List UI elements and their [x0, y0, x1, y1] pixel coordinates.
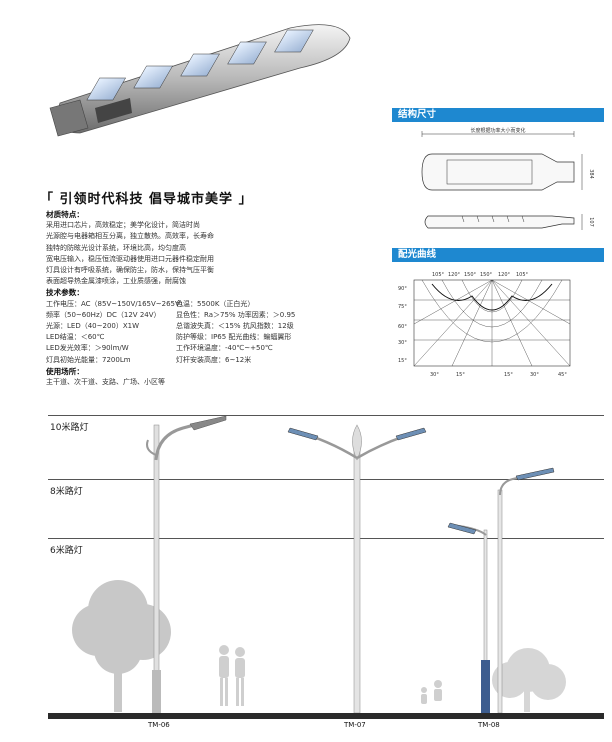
- tech-row: 工作电压：AC（85V~150V/165V~265V）色温：5500K（正白光）: [46, 299, 346, 310]
- tech-row: 光源：LED（40~200）X1W 总谐波失真：＜15% 抗风指数：12级: [46, 321, 346, 332]
- tech-heading: 技术参数：: [46, 288, 84, 298]
- tech-row: 灯具初始光能量：7200Lm 灯杆安装高度：6~12米: [46, 355, 346, 366]
- angle-label: 150°: [480, 272, 493, 278]
- structure-section-title: 结构尺寸: [392, 108, 604, 122]
- materials-line: 采用进口芯片，高效稳定；美学化设计，简洁时尚: [46, 221, 200, 230]
- tech-row: LED结温：＜60℃ 防护等级：IP65 配光曲线：蝙蝠翼形: [46, 332, 346, 343]
- tech-param: 工作环境温度：-40℃~+50℃: [176, 344, 273, 353]
- tech-param: LED发光效率：＞90lm/W: [46, 344, 129, 353]
- angle-label: 45°: [558, 372, 567, 378]
- angle-label: 75°: [398, 304, 407, 310]
- tech-param: LED结温：＜60℃: [46, 333, 105, 342]
- tech-param: 灯杆安装高度：6~12米: [176, 355, 252, 364]
- spec-block: 材质特点： 采用进口芯片，高效稳定；美学化设计，简洁时尚 光源腔与电器箱相互分离…: [46, 209, 346, 388]
- tech-param: 显色性：Ra＞75% 功率因素：＞0.95: [176, 310, 296, 319]
- lamp-pole-tm08: [447, 467, 555, 714]
- light-distribution-diagram: 105° 120° 150° 150° 120° 105° 90° 75° 60…: [392, 264, 604, 382]
- angle-label: 15°: [398, 358, 407, 364]
- structure-diagram: 长度根据功率大小而变化 384 107: [392, 124, 604, 244]
- materials-line: 宽电压输入，稳压恒流驱动器使用进口元器件稳定耐用: [46, 254, 214, 263]
- height-label-10m: 10米路灯: [50, 423, 89, 433]
- ground-bar: [48, 713, 604, 719]
- angle-label: 30°: [398, 340, 407, 346]
- tech-param: 色温：5500K（正白光）: [176, 299, 255, 308]
- tech-row: LED发光效率：＞90lm/W 工作环境温度：-40℃~+50℃: [46, 343, 346, 354]
- tech-param: 总谐波失真：＜15% 抗风指数：12级: [176, 322, 294, 331]
- angle-label: 120°: [498, 272, 511, 278]
- usage-heading: 使用场所：: [46, 366, 84, 376]
- model-label-tm07: TM-07: [344, 721, 366, 729]
- model-label-tm08: TM-08: [478, 721, 500, 729]
- angle-label: 150°: [464, 272, 477, 278]
- street-lamp-hero-image: [40, 8, 360, 138]
- angle-label: 15°: [456, 372, 465, 378]
- tech-param: 防护等级：IP65 配光曲线：蝙蝠翼形: [176, 333, 292, 342]
- height-line-8m: [48, 479, 604, 480]
- length-note: 长度根据功率大小而变化: [470, 127, 525, 134]
- angle-label: 105°: [432, 272, 445, 278]
- angle-label: 120°: [448, 272, 461, 278]
- tech-param: 光源：LED（40~200）X1W: [46, 322, 140, 331]
- lamp-pole-tm06: [146, 415, 227, 714]
- usage-text: 主干道、次干道、支路、广场、小区等: [46, 378, 165, 387]
- height-line-6m: [48, 538, 604, 539]
- tech-param: 频率（50~60Hz）DC（12V 24V）: [46, 310, 161, 319]
- angle-label: 90°: [398, 286, 407, 292]
- materials-line: 灯具设计有呼吸系统，确保防尘，防水，保持气压平衡: [46, 266, 214, 275]
- angle-label: 60°: [398, 324, 407, 330]
- height-dimension: 384: [588, 169, 594, 179]
- angle-label: 30°: [430, 372, 439, 378]
- curve-section-title: 配光曲线: [392, 248, 604, 262]
- tech-param: 灯具初始光能量：7200Lm: [46, 355, 131, 364]
- tech-param: 工作电压：AC（85V~150V/165V~265V）: [46, 299, 187, 308]
- side-dimension: 107: [588, 217, 594, 227]
- lamp-pole-tm07: [287, 424, 427, 714]
- materials-line: 独特的防眩光设计系统，环境比高，均匀度高: [46, 243, 186, 252]
- angle-label: 30°: [530, 372, 539, 378]
- angle-label: 105°: [516, 272, 529, 278]
- slogan-heading: 「 引领时代科技 倡导城市美学 」: [40, 192, 253, 207]
- materials-line: 表面超导热金属漆喷涂，工业质感强，耐腐蚀: [46, 277, 186, 286]
- materials-heading: 材质特点：: [46, 210, 84, 219]
- angle-label: 15°: [504, 372, 513, 378]
- materials-line: 光源腔与电器箱相互分离，独立散热。高效率，长寿命: [46, 232, 214, 241]
- model-label-tm06: TM-06: [148, 721, 170, 729]
- street-lamp-scene-illustration: [48, 380, 604, 720]
- height-line-10m: [48, 415, 604, 416]
- height-label-8m: 8米路灯: [50, 487, 83, 497]
- height-label-6m: 6米路灯: [50, 546, 83, 556]
- tech-row: 频率（50~60Hz）DC（12V 24V） 显色性：Ra＞75% 功率因素：＞0…: [46, 310, 346, 321]
